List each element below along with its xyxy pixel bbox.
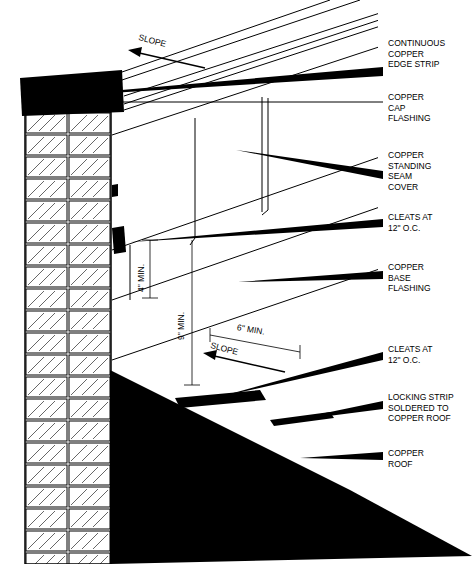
copper-roof (110, 370, 472, 564)
leader (215, 352, 383, 398)
part-label: CONTINUOUS COPPER EDGE STRIP (388, 38, 450, 70)
dimension: 4" MIN. (136, 264, 147, 292)
part-label: COPPER STANDING SEAM COVER (388, 150, 438, 192)
leader (300, 452, 383, 460)
leader (282, 401, 383, 422)
part-label: CLEATS AT 12" O.C. (388, 344, 434, 365)
part-label: LOCKING STRIP SOLDERED TO COPPER ROOF (388, 392, 460, 424)
leader (120, 102, 383, 103)
part-label: COPPER BASE FLASHING (388, 262, 436, 294)
part-label: CLEATS AT 12" O.C. (388, 212, 434, 233)
leader (130, 219, 383, 242)
leader (236, 150, 383, 179)
part-label: COPPER ROOF (388, 448, 434, 469)
leader (238, 271, 383, 282)
leader (30, 67, 383, 98)
brick-wall (25, 112, 111, 564)
slope-label: SLOPE (137, 32, 167, 49)
part-label: COPPER CAP FLASHING (388, 92, 436, 124)
dimension: 9" MIN. (176, 312, 187, 340)
dimension: 6" MIN. (236, 322, 265, 337)
